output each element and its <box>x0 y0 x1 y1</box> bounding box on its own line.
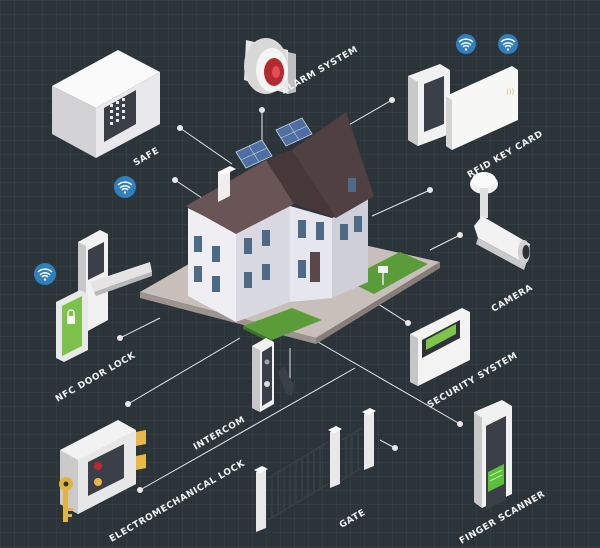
lock-icon <box>60 420 146 514</box>
wifi-icon <box>34 34 518 285</box>
gate-icon <box>254 408 376 532</box>
intercom-icon <box>252 338 294 412</box>
solar-panel-icon <box>235 117 313 169</box>
door-handle-icon <box>78 230 152 332</box>
keypad-icon <box>410 308 470 386</box>
key-icon <box>59 477 73 522</box>
camera-icon <box>470 172 530 270</box>
house-icon <box>186 112 388 322</box>
fingerprint-icon <box>474 400 512 510</box>
svg-text:))): ))) <box>506 88 514 96</box>
safe-icon <box>52 50 160 158</box>
smartphone-icon <box>56 290 88 362</box>
rfid-card-icon: ))) <box>408 64 518 150</box>
alarm-siren-icon <box>244 38 296 94</box>
